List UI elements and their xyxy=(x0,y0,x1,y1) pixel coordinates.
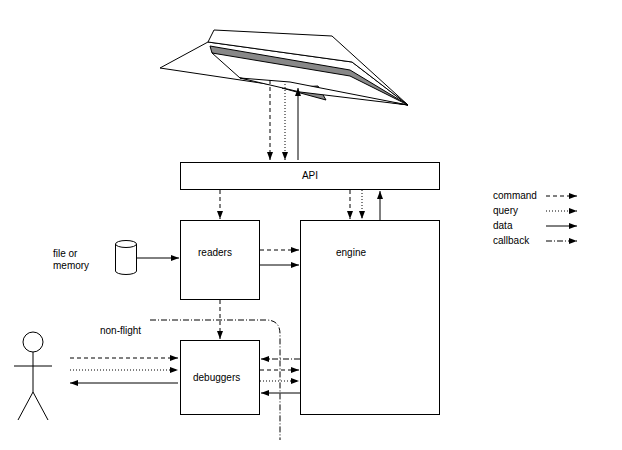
non-flight-boundary xyxy=(150,320,280,440)
box-title: debuggers xyxy=(193,372,240,384)
box-title: readers xyxy=(198,247,232,259)
connector xyxy=(261,393,300,394)
legend-text: callback xyxy=(493,235,529,246)
connector xyxy=(137,258,179,259)
paper-airplane xyxy=(160,30,408,105)
legend-row: query xyxy=(493,205,537,220)
connector xyxy=(350,190,351,219)
connector xyxy=(261,359,300,360)
connector xyxy=(260,265,299,266)
connector xyxy=(380,191,381,220)
legend-row: command xyxy=(493,190,537,205)
connector xyxy=(220,190,221,219)
legend-sample xyxy=(545,206,579,216)
legend-sample xyxy=(545,191,579,201)
connector xyxy=(362,190,363,219)
legend-text: query xyxy=(493,205,518,216)
engine-box: engine xyxy=(300,220,440,415)
legend-sample xyxy=(545,221,579,231)
connector xyxy=(220,300,221,339)
cylinder-shape xyxy=(115,240,137,275)
user-arrows xyxy=(70,358,178,383)
connector xyxy=(260,250,299,251)
region-label: non-flight xyxy=(100,325,141,337)
connector xyxy=(260,381,299,382)
readers-box: readers xyxy=(180,220,260,300)
api-box: API xyxy=(180,162,440,190)
legend: command query data callback xyxy=(493,190,537,250)
box-title: engine xyxy=(336,247,366,259)
connector xyxy=(260,370,299,371)
storage-cylinder: file or memory xyxy=(115,240,137,275)
user-figure xyxy=(14,332,52,420)
box-title: API xyxy=(302,170,318,182)
airplane-arrows xyxy=(270,80,298,160)
storage-label: file or memory xyxy=(53,248,105,272)
legend-text: command xyxy=(493,190,537,201)
legend-text: data xyxy=(493,220,512,231)
legend-row: data xyxy=(493,220,537,235)
legend-sample xyxy=(545,236,579,246)
debuggers-box: debuggers xyxy=(180,340,260,415)
legend-row: callback xyxy=(493,235,537,250)
